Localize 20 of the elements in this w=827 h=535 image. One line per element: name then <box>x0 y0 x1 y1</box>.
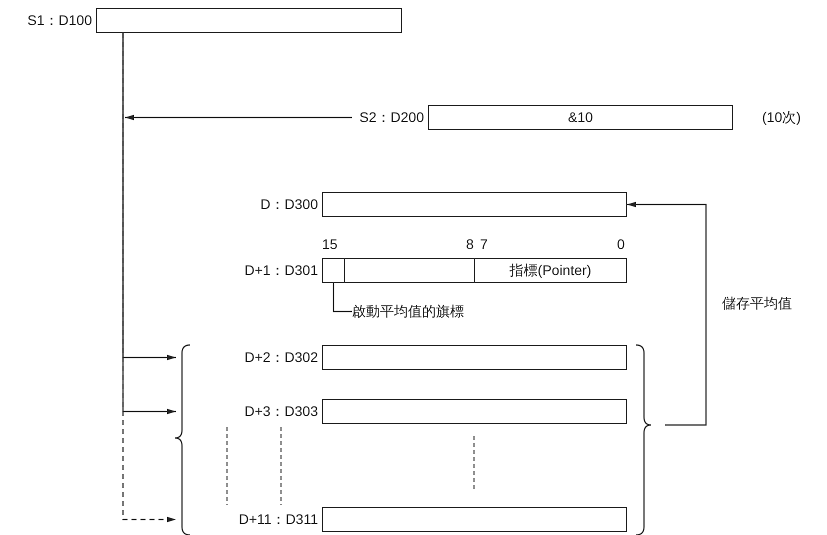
register-value: 指標(Pointer) <box>508 261 592 280</box>
register-value: &10 <box>567 108 594 127</box>
register-label: D+1：D301 <box>244 261 318 280</box>
bit-number: 15 <box>322 235 338 254</box>
register-label: D+11：D311 <box>238 510 318 529</box>
arrow <box>122 33 176 522</box>
register-label: D+3：D303 <box>244 402 318 421</box>
register-label: S2：D200 <box>359 108 424 127</box>
edge-label: 儲存平均值 <box>722 294 792 313</box>
note-text: (10次) <box>762 108 801 127</box>
bit-number: 0 <box>617 235 625 254</box>
leader-line <box>332 283 352 312</box>
annotation-text: 啟動平均值的旗標 <box>352 299 464 324</box>
arrow <box>125 114 352 120</box>
register-label: S1：D100 <box>27 11 92 30</box>
register-label: D：D300 <box>260 195 318 214</box>
register-label: D+2：D302 <box>244 348 318 367</box>
bit-number: 7 <box>480 235 488 254</box>
bit-number: 8 <box>466 235 474 254</box>
arrow <box>627 202 707 426</box>
